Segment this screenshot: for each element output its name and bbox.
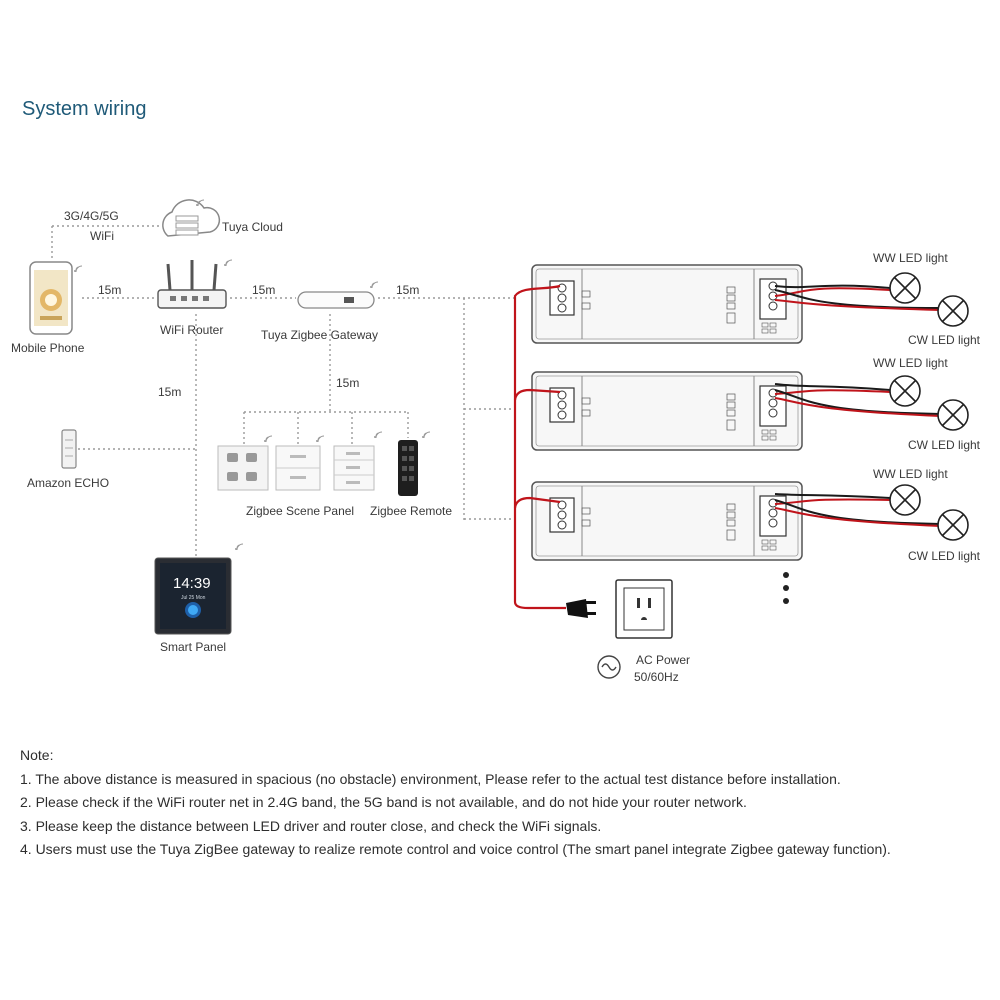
distance-router-gateway: 15m xyxy=(252,283,275,297)
ww-led-bulb-2 xyxy=(889,375,921,407)
ac-power-label: AC Power xyxy=(636,653,690,667)
note-item: 1. The above distance is measured in spa… xyxy=(20,770,841,787)
ww-light-label-2: WW LED light xyxy=(873,356,948,370)
cw-light-label-3: CW LED light xyxy=(908,549,981,563)
cloud-icon xyxy=(162,199,221,237)
ww-light-label-3: WW LED light xyxy=(873,467,948,481)
network-links xyxy=(51,225,514,556)
mobile-phone-icon xyxy=(29,261,73,335)
led-driver-1 xyxy=(531,264,803,344)
wifi-signal-icon xyxy=(223,259,233,267)
cw-led-bulb-2 xyxy=(937,399,969,431)
wifi-signal-icon xyxy=(263,435,273,443)
wifi-signal-icon xyxy=(369,281,379,289)
amazon-echo-label: Amazon ECHO xyxy=(27,476,109,490)
led-driver-2 xyxy=(531,371,803,451)
zigbee-remote-icon xyxy=(398,440,418,496)
notes-section: Note: 1. The above distance is measured … xyxy=(20,744,980,862)
led-driver-3 xyxy=(531,481,803,561)
scene-panel-3-gang-icon xyxy=(333,445,375,491)
distance-gateway-driver: 15m xyxy=(396,283,419,297)
ww-led-bulb-1 xyxy=(889,272,921,304)
wifi-signal-icon xyxy=(421,431,431,439)
scene-panel-4-button-icon xyxy=(217,445,269,491)
wifi-signal-icon xyxy=(373,431,383,439)
smart-panel-clock: 14:39 xyxy=(173,575,211,592)
cw-led-bulb-1 xyxy=(937,295,969,327)
distance-gateway-remotes: 15m xyxy=(336,376,359,390)
wifi-signal-icon xyxy=(73,265,83,273)
cloud-label: Tuya Cloud xyxy=(222,220,283,234)
wall-outlet-icon xyxy=(615,579,673,639)
page-title: System wiring xyxy=(22,98,146,120)
distance-router-panel: 15m xyxy=(158,385,181,399)
zigbee-gateway-icon xyxy=(297,291,375,309)
wifi-signal-icon xyxy=(234,543,244,551)
wifi-label: WiFi xyxy=(90,229,114,243)
network-label: 3G/4G/5G xyxy=(64,209,119,223)
output-wires xyxy=(774,284,941,527)
more-drivers-ellipsis xyxy=(783,572,789,604)
ww-led-bulb-3 xyxy=(889,484,921,516)
remote-label: Zigbee Remote xyxy=(370,504,452,518)
smart-panel-label: Smart Panel xyxy=(160,640,226,654)
mains-wire xyxy=(513,284,566,610)
scene-panel-2-gang-icon xyxy=(275,445,321,491)
router-label: WiFi Router xyxy=(160,323,223,337)
note-item: 4. Users must use the Tuya ZigBee gatewa… xyxy=(20,841,891,857)
mobile-phone-label: Mobile Phone xyxy=(11,341,85,355)
amazon-echo-icon xyxy=(61,429,77,469)
note-item: 2. Please check if the WiFi router net i… xyxy=(20,794,747,810)
cw-led-bulb-3 xyxy=(937,509,969,541)
wifi-signal-icon xyxy=(315,435,325,443)
ac-frequency-label: 50/60Hz xyxy=(634,670,679,684)
scene-panel-label: Zigbee Scene Panel xyxy=(246,504,354,518)
smart-panel-date: Jul 25 Mon xyxy=(181,595,206,601)
note-item: 3. Please keep the distance between LED … xyxy=(20,817,602,834)
ww-light-label-1: WW LED light xyxy=(873,251,948,265)
wifi-router-icon xyxy=(157,260,227,309)
smart-panel-icon: 14:39 Jul 25 Mon xyxy=(154,557,232,635)
notes-heading: Note: xyxy=(20,747,54,763)
power-plug-icon xyxy=(566,599,596,618)
ac-symbol-icon xyxy=(597,655,621,679)
cw-light-label-2: CW LED light xyxy=(908,438,981,452)
distance-phone-router: 15m xyxy=(98,283,121,297)
gateway-label: Tuya Zigbee Gateway xyxy=(261,328,378,342)
cw-light-label-1: CW LED light xyxy=(908,333,981,347)
